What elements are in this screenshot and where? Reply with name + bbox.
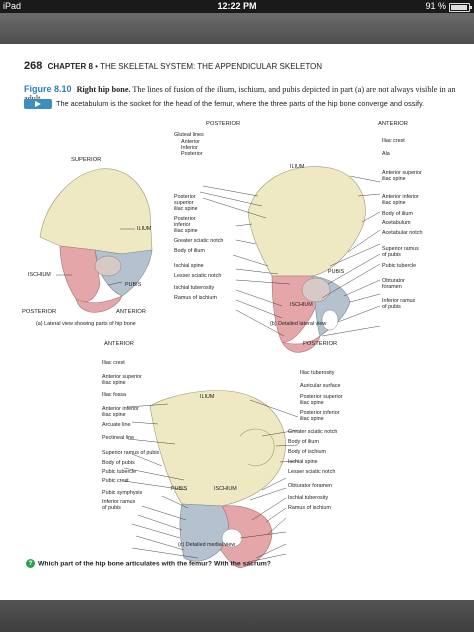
panel-c-ilium: ILIUM bbox=[200, 394, 215, 400]
carrier-label: iPad bbox=[3, 1, 22, 11]
panel-b-label-asis: Anterior superior iliac spine bbox=[382, 170, 422, 183]
panel-c-anterior: ANTERIOR bbox=[104, 341, 134, 347]
panel-b-label-body-of-ilium-r: Body of ilium bbox=[382, 211, 413, 217]
panel-c-ischium: ISCHIUM bbox=[214, 486, 237, 492]
chapter-label: CHAPTER 8 bbox=[47, 62, 93, 71]
panel-b-label-lesser-sciatic-notch: Lesser sciatic notch bbox=[174, 273, 222, 279]
status-bar: iPad 12:22 PM 91 % bbox=[0, 0, 474, 13]
video-note-row: The acetabulum is the socket for the hea… bbox=[24, 99, 464, 110]
book-page[interactable]: 268 CHAPTER 8 • THE SKELETAL SYSTEM: THE… bbox=[0, 44, 474, 600]
panel-b-label-acetabulum: Acetabulum bbox=[382, 220, 411, 226]
panel-a-caption: (a) Lateral view showing parts of hip bo… bbox=[36, 321, 136, 327]
panel-c-label-iliac-tuberosity: Iliac tuberosity bbox=[300, 370, 335, 376]
panel-b-label-ischial-spine: Ischial spine bbox=[174, 263, 204, 269]
clock: 12:22 PM bbox=[217, 1, 257, 11]
panel-b-label-psis: Posterior superior iliac spine bbox=[174, 194, 198, 213]
panel-c-label-auricular-surface: Auricular surface bbox=[300, 383, 341, 389]
panel-c-label-aiis: Anterior inferior iliac spine bbox=[102, 406, 139, 419]
panel-b-label-pubic-tubercle: Pubic tubercle bbox=[382, 263, 417, 269]
panel-b-label-superior-ramus: Superior ramus of pubis bbox=[382, 246, 419, 259]
panel-b-caption: (b) Detailed lateral view bbox=[270, 321, 327, 327]
panel-a-pubis: PUBIS bbox=[125, 282, 142, 288]
panel-c-label-asis: Anterior superior iliac spine bbox=[102, 374, 142, 387]
panel-b-anterior: ANTERIOR bbox=[378, 121, 408, 127]
panel-b-label-greater-sciatic-notch: Greater sciatic notch bbox=[174, 238, 224, 244]
panel-b-label-aiis: Anterior inferior iliac spine bbox=[382, 194, 419, 207]
panel-b-label-ischial-tuberosity: Ischial tuberosity bbox=[174, 285, 215, 291]
panel-c-label-pubic-crest: Pubic crest bbox=[102, 478, 129, 484]
panel-c-leader-lines bbox=[123, 399, 299, 563]
panel-c-posterior: POSTERIOR bbox=[303, 341, 338, 347]
panel-b-ischium: ISCHIUM bbox=[290, 302, 313, 308]
panel-b-label-inferior-ramus: Inferior ramus of pubis bbox=[382, 298, 416, 311]
panel-b-pubis: PUBIS bbox=[328, 269, 345, 275]
panel-a-bone bbox=[39, 168, 153, 313]
panel-b-label-ala: Ala bbox=[382, 151, 390, 157]
panel-c-label-pubic-tubercle: Pubic tubercle bbox=[102, 469, 137, 475]
panel-a-leader-lines bbox=[56, 228, 135, 286]
panel-a-superior: SUPERIOR bbox=[71, 157, 102, 163]
panel-c-pubis: PUBIS bbox=[171, 486, 188, 492]
panel-c-label-ramus-of-ischium: Ramus of ischium bbox=[288, 505, 331, 511]
panel-c-label-iliac-crest: Iliac crest bbox=[102, 360, 125, 366]
battery-icon bbox=[449, 3, 472, 12]
panel-c-label-inferior-ramus: Inferior ramus of pubis bbox=[102, 499, 136, 512]
panel-c-label-arcuate-line: Arcuate line bbox=[102, 422, 131, 428]
panel-b-label-piis: Posterior inferior iliac spine bbox=[174, 216, 198, 235]
panel-c-label-greater-sciatic-notch: Greater sciatic notch bbox=[288, 429, 338, 435]
panel-c-label-iliac-fossa: Iliac fossa bbox=[102, 392, 126, 398]
video-play-icon[interactable] bbox=[24, 99, 52, 110]
figure-title: Right hip bone. bbox=[76, 85, 131, 94]
question-row: ?Which part of the hip bone articulates … bbox=[26, 559, 271, 568]
question-icon: ? bbox=[26, 559, 35, 568]
panel-c-label-superior-ramus: Superior ramus of pubis bbox=[102, 450, 160, 456]
running-header: 268 CHAPTER 8 • THE SKELETAL SYSTEM: THE… bbox=[24, 60, 322, 72]
panel-b-gl-anterior: Anterior bbox=[181, 139, 200, 145]
hip-bone-illustrations bbox=[39, 166, 381, 569]
panel-c-label-body-of-ilium: Body of ilium bbox=[288, 439, 319, 445]
panel-a-ischium: ISCHIUM bbox=[28, 272, 51, 278]
panel-c-caption: (c) Detailed medial view bbox=[178, 542, 236, 548]
reader-toolbar[interactable] bbox=[0, 13, 474, 44]
panel-b-label-acetabular-notch: Acetabular notch bbox=[382, 230, 423, 236]
panel-c-label-obturator-foramen: Obturator foramen bbox=[288, 483, 333, 489]
panel-b-bone bbox=[247, 166, 366, 353]
panel-b-gluteal-lines: Gluteal lines bbox=[174, 132, 204, 138]
panel-c-label-body-of-ischium: Body of ischium bbox=[288, 449, 327, 455]
panel-c-label-lesser-sciatic-notch: Lesser sciatic notch bbox=[288, 469, 336, 475]
panel-c-label-ischial-tuberosity: Ischial tuberosity bbox=[288, 495, 329, 501]
panel-a-posterior: POSTERIOR bbox=[22, 309, 57, 315]
chapter-title: THE SKELETAL SYSTEM: THE APPENDICULAR SK… bbox=[100, 62, 323, 71]
panel-c-label-pubic-symphysis: Pubic symphysis bbox=[102, 490, 143, 496]
panel-b-leader-lines bbox=[199, 175, 381, 337]
figure-caption: Figure 8.10 Right hip bone. The lines of… bbox=[24, 84, 464, 103]
panel-b-posterior: POSTERIOR bbox=[206, 121, 241, 127]
panel-a-ilium: ILIUM bbox=[137, 226, 152, 232]
page-number: 268 bbox=[24, 60, 43, 72]
panel-c-label-body-of-pubis: Body of pubis bbox=[102, 460, 135, 466]
figure-number: Figure 8.10 bbox=[24, 84, 72, 94]
question-text: Which part of the hip bone articulates w… bbox=[38, 560, 271, 568]
panel-b-label-ramus-of-ischium: Ramus of ischium bbox=[174, 295, 217, 301]
panel-b-gl-posterior: Posterior bbox=[181, 151, 203, 157]
reader-bottom-bar[interactable] bbox=[0, 600, 474, 632]
figure-text: The lines of fusion of the ilium, ischiu… bbox=[24, 85, 456, 103]
header-bullet: • bbox=[95, 62, 98, 71]
video-note-text: The acetabulum is the socket for the hea… bbox=[56, 99, 425, 108]
panel-c-label-piis: Posterior inferior iliac spine bbox=[300, 410, 340, 423]
panel-a-anterior: ANTERIOR bbox=[116, 309, 146, 315]
panel-b-gl-inferior: Inferior bbox=[181, 145, 198, 151]
panel-b-label-body-of-ilium: Body of ilium bbox=[174, 248, 205, 254]
panel-c-bone bbox=[149, 390, 286, 569]
battery-percent: 91 % bbox=[425, 1, 446, 11]
panel-c-label-psis: Posterior superior iliac spine bbox=[300, 394, 343, 407]
panel-b-label-obturator-foramen: Obturator foramen bbox=[382, 278, 405, 291]
panel-c-label-ischial-spine: Ischial spine bbox=[288, 459, 318, 465]
panel-b-ilium: ILIUM bbox=[290, 164, 305, 170]
panel-b-label-iliac-crest: Iliac crest bbox=[382, 138, 405, 144]
panel-c-label-pectineal-line: Pectineal line bbox=[102, 435, 135, 441]
